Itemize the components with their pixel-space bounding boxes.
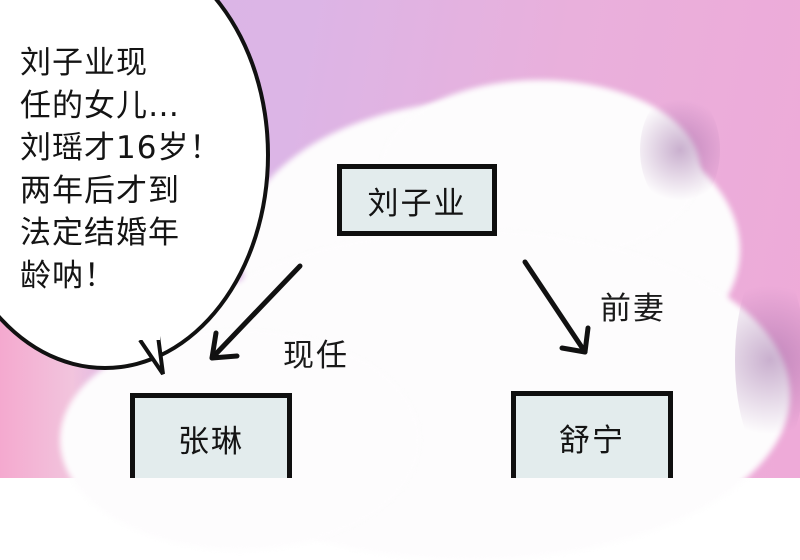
bubble-line: 法定结婚年 [20, 215, 180, 251]
cloud-edge-speckle [640, 90, 720, 210]
node-liu-ziye: 刘子业 [337, 164, 497, 236]
node-shu-ning: 舒宁 [511, 391, 673, 478]
cloud-edge-speckle [735, 260, 800, 460]
bubble-line: 两年后才到 [20, 172, 180, 209]
bubble-line: 刘子业现 [20, 45, 148, 81]
bubble-line: 龄呐！ [20, 257, 116, 294]
arrow-right-icon [522, 259, 588, 355]
node-zhang-lin: 张琳 [130, 393, 292, 478]
bubble-line: 刘瑶才16岁！ [20, 130, 222, 166]
edge-label-current: 现任 [283, 338, 349, 374]
speech-bubble-text: 刘子业现 任的女儿… 刘瑶才16岁！ 两年后才到 法定结婚年 龄呐！ [20, 42, 260, 297]
relationship-arrows [209, 259, 591, 361]
bubble-line: 任的女儿… [20, 87, 180, 124]
edge-label-ex-wife: 前妻 [600, 291, 666, 327]
arrow-left-icon [209, 263, 303, 361]
